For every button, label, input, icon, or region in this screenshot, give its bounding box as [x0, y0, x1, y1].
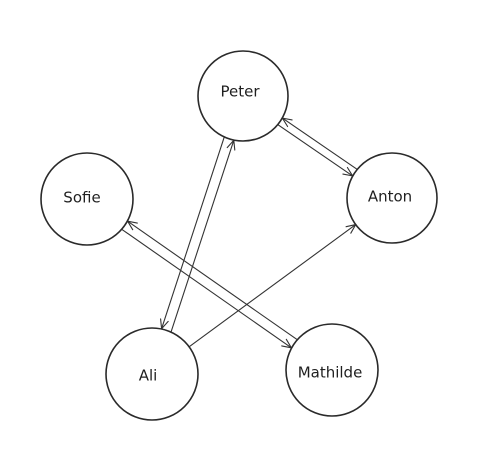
node-ali-label: Ali [139, 367, 158, 385]
edge-ali-to-peter [170, 139, 236, 332]
edge-anton-to-peter [281, 117, 358, 170]
edge-line [170, 140, 235, 332]
node-anton-label: Anton [368, 188, 412, 206]
edge-peter-to-anton [277, 124, 354, 177]
edge-mathilde-to-sofie [126, 220, 298, 341]
node-sofie-label: Sofie [63, 189, 100, 207]
node-sofie: Sofie [40, 152, 134, 246]
node-mathilde-label: Mathilde [298, 364, 363, 382]
edge-line [282, 117, 358, 170]
edge-line [161, 137, 225, 329]
nodes-layer: Peter Anton Sofie Ali Mathilde [40, 50, 438, 421]
node-ali-circle [105, 327, 199, 421]
edge-line [277, 124, 353, 177]
node-mathilde-circle [285, 323, 379, 417]
node-sofie-circle [40, 152, 134, 246]
edge-line [127, 220, 298, 341]
edges-layer [121, 117, 358, 349]
node-peter-circle [197, 50, 289, 142]
node-anton-circle [346, 152, 438, 244]
node-peter-label: Peter [220, 83, 260, 101]
node-ali: Ali [105, 327, 199, 421]
edge-peter-to-ali [160, 137, 225, 330]
node-anton: Anton [346, 152, 438, 244]
edge-line [188, 224, 357, 348]
node-mathilde: Mathilde [285, 323, 379, 417]
edge-line [121, 228, 292, 349]
node-peter: Peter [197, 50, 289, 142]
